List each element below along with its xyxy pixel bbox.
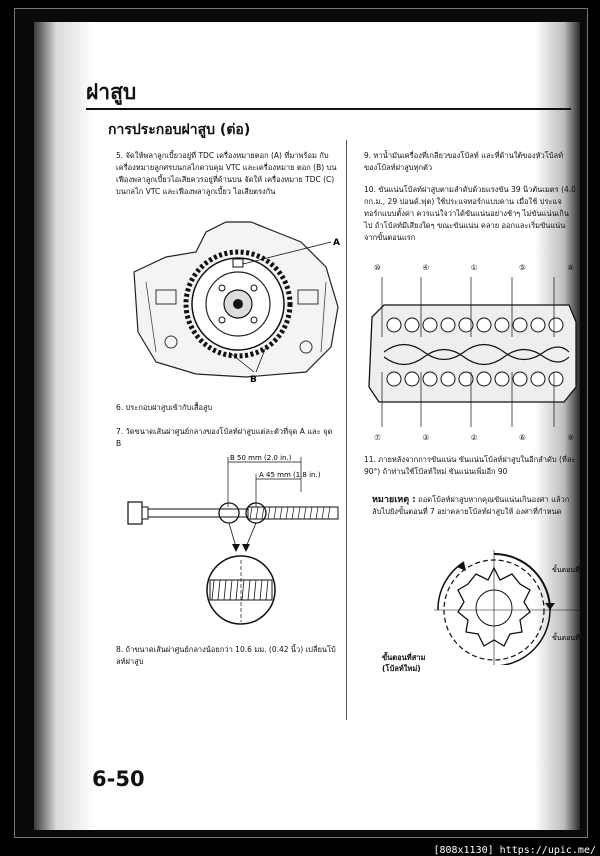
- upic-watermark: [808x1130] https://upic.me/: [433, 845, 596, 856]
- label-a: A: [333, 238, 340, 248]
- dim-b-label: B 50 mm (2.0 in.): [230, 454, 292, 462]
- bolt-order-top-labels: ⑩ ④ ① ⑤ ⑧: [374, 262, 574, 274]
- section-title: การประกอบฝาสูบ (ต่อ): [108, 122, 251, 138]
- step-7-text: 7. วัดขนาดเส้นผ่าศูนย์กลางของโบ้ลท์ฝาสูบ…: [116, 427, 333, 448]
- bolt-measurement-diagram: B 50 mm (2.0 in.) A 45 mm (1.8 in.): [127, 454, 339, 625]
- step-5-text: 5. จัดให้พลาลูกเบี้ยวอยู่ที่ TDC เครื่อง…: [116, 151, 337, 196]
- bolt-label: ⑥: [518, 433, 526, 442]
- bolt-label: ⑧: [567, 263, 574, 272]
- step-first-label: ขั้นตอนที่: [552, 563, 580, 574]
- new-bolt-text: (โบ้ลท์ใหม่): [382, 664, 421, 673]
- column-divider: [346, 140, 347, 720]
- manual-page: ฝาสูบ การประกอบฝาสูบ (ต่อ) 5. จัดให้พลาล…: [34, 22, 580, 830]
- note-label: หมายเหตุ :: [372, 495, 416, 505]
- step-6-text: 6. ประกอบฝาสูบเข้ากับเสื้อสูบ: [116, 403, 213, 412]
- bolt-label: ③: [422, 433, 430, 442]
- step-third-text: ขั้นตอนที่สาม: [382, 653, 426, 662]
- bolt-label: ⑦: [374, 433, 381, 442]
- bolt-label: ①: [470, 263, 478, 272]
- bolt-label: ④: [422, 263, 430, 272]
- step-10-text: 10. ขันแน่นโบ้ลท์ฝาสูบตามลำดับด้วยแรงขัน…: [364, 185, 576, 242]
- cylinder-head-diagram: [368, 277, 577, 427]
- label-b: B: [250, 375, 257, 382]
- vtc-gear-diagram: A B: [133, 221, 340, 382]
- dim-a-label: A 45 mm (1.8 in.): [259, 471, 321, 479]
- note-block: หมายเหตุ : ถอดโบ้ลท์ฝาสูบหากคุณขันแน่นเก…: [372, 494, 578, 518]
- page-number: 6-50: [92, 767, 145, 791]
- header-rule: [86, 108, 571, 110]
- bolt-label: ⑩: [374, 263, 381, 272]
- step-second-label: ขั้นตอนที่: [552, 631, 580, 642]
- step-third-label: ขั้นตอนที่สาม (โบ้ลท์ใหม่): [382, 652, 452, 674]
- bolt-label: ⑨: [567, 433, 574, 442]
- note-text: ถอดโบ้ลท์ฝาสูบหากคุณขันแน่นเกินองศา แล้ว…: [372, 495, 570, 516]
- step-9-text: 9. ทาน้ำมันเครื่องที่เกลียวของโบ้ลท์ และ…: [364, 151, 564, 172]
- step-11-text: 11. ภายหลังจากการขันแน่น ขันแน่นโบ้ลท์ฝา…: [364, 455, 576, 476]
- bolt-label: ②: [470, 433, 478, 442]
- bolt-rotation-diagram: ขั้นตอนที่ ขั้นตอนที่: [434, 550, 580, 665]
- step-8-text: 8. ถ้าขนาดเส้นผ่าศูนย์กลางน้อยกว่า 10.6 …: [116, 645, 336, 666]
- page-header-title: ฝาสูบ: [86, 80, 137, 104]
- bolt-order-bottom-labels: ⑦ ③ ② ⑥ ⑨: [374, 432, 574, 444]
- bolt-label: ⑤: [518, 263, 526, 272]
